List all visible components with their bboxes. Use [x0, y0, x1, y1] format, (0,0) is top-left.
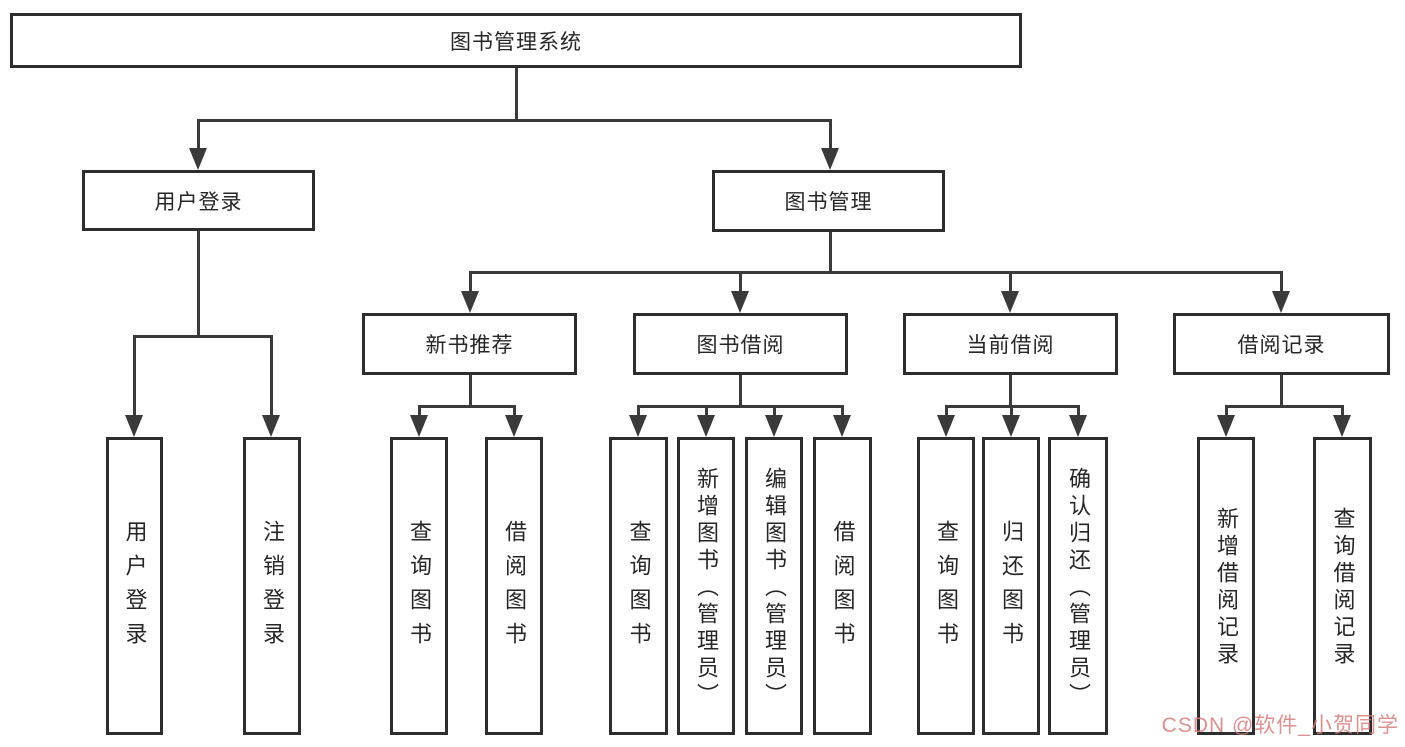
arrow-down-icon [410, 415, 428, 437]
connector-user-login-rail [133, 335, 273, 338]
connector-recommend-stem [469, 375, 472, 405]
connector-user-login-stem [197, 231, 200, 335]
node-new-book-recommend: 新书推荐 [362, 313, 577, 375]
connector-records-rail [1225, 405, 1344, 408]
connector-borrow-stem [739, 375, 742, 405]
node-user-login: 用户登录 [82, 170, 315, 231]
connector-drop [705, 405, 708, 417]
node-leaf-query-books: 查询图书 [390, 437, 448, 735]
connector-book-mgmt-stem [829, 232, 832, 271]
arrow-down-icon [937, 415, 955, 437]
node-leaf-logout: 注销登录 [243, 437, 301, 735]
arrow-down-icon [1069, 415, 1087, 437]
arrow-down-icon [262, 415, 280, 437]
arrow-down-icon [461, 291, 479, 313]
connector-borrow-drop [739, 271, 742, 293]
connector-drop [1225, 405, 1228, 417]
node-leaf-edit-books-admin: 编辑图书（管理员） [745, 437, 803, 735]
arrow-down-icon [1217, 415, 1235, 437]
arrow-down-icon [697, 415, 715, 437]
connector-book-mgmt-rail [469, 271, 1283, 274]
node-leaf-borrow-books: 借阅图书 [813, 437, 872, 735]
arrow-down-icon [731, 291, 749, 313]
connector-root-rail [197, 119, 831, 122]
node-leaf-return-books: 归还图书 [982, 437, 1040, 735]
node-leaf-confirm-return-admin: 确认归还（管理员） [1048, 437, 1108, 735]
node-leaf-borrow-books: 借阅图书 [485, 437, 543, 735]
node-current-borrow: 当前借阅 [903, 313, 1118, 375]
connector-drop [945, 405, 948, 417]
node-leaf-query-books: 查询图书 [917, 437, 975, 735]
csdn-watermark: CSDN @软件_小贺同学 [1161, 714, 1399, 737]
arrow-down-icon [1333, 415, 1351, 437]
connector-user-login-drop [197, 119, 200, 150]
arrow-down-icon [821, 148, 839, 170]
connector-logout-drop [270, 335, 273, 417]
arrow-down-icon [125, 415, 143, 437]
connector-drop [637, 405, 640, 417]
node-book-management: 图书管理 [712, 170, 945, 232]
connector-drop [1010, 405, 1013, 417]
connector-current-stem [1009, 375, 1012, 405]
connector-book-mgmt-drop [829, 119, 832, 150]
node-library-management-system: 图书管理系统 [10, 13, 1022, 68]
arrow-down-icon [1002, 415, 1020, 437]
connector-drop [841, 405, 844, 417]
node-leaf-query-borrow-record: 查询借阅记录 [1313, 437, 1372, 735]
node-leaf-query-books: 查询图书 [609, 437, 668, 735]
connector-drop [513, 405, 516, 417]
connector-login-drop [133, 335, 136, 417]
node-leaf-add-borrow-record: 新增借阅记录 [1197, 437, 1255, 735]
arrow-down-icon [189, 148, 207, 170]
node-book-borrow: 图书借阅 [633, 313, 848, 375]
connector-recommend-drop [469, 271, 472, 293]
node-borrow-records: 借阅记录 [1173, 313, 1390, 375]
connector-drop [1077, 405, 1080, 417]
connector-records-drop [1280, 271, 1283, 293]
arrow-down-icon [505, 415, 523, 437]
connector-borrow-rail [637, 405, 844, 408]
arrow-down-icon [1272, 291, 1290, 313]
arrow-down-icon [765, 415, 783, 437]
connector-drop [418, 405, 421, 417]
connector-recommend-rail [418, 405, 516, 408]
connector-drop [1341, 405, 1344, 417]
connector-root-stem [515, 68, 518, 119]
connector-current-drop [1009, 271, 1012, 293]
node-leaf-user-login: 用户登录 [106, 437, 163, 735]
arrow-down-icon [1001, 291, 1019, 313]
arrow-down-icon [629, 415, 647, 437]
connector-drop [773, 405, 776, 417]
connector-records-stem [1280, 375, 1283, 405]
node-leaf-add-books-admin: 新增图书（管理员） [677, 437, 735, 735]
arrow-down-icon [833, 415, 851, 437]
